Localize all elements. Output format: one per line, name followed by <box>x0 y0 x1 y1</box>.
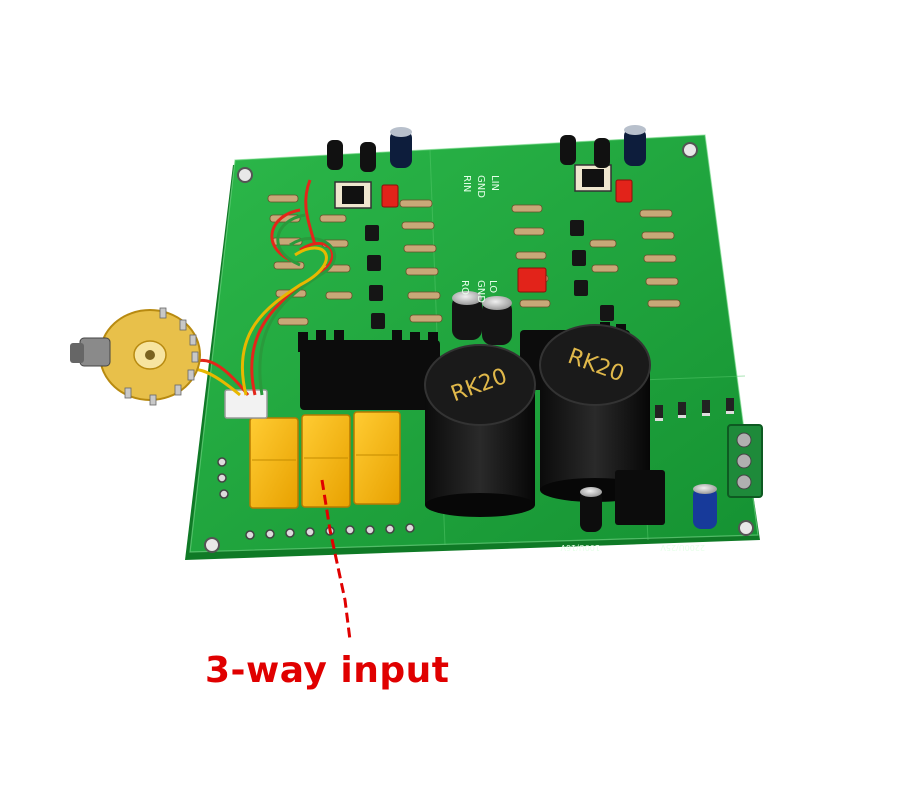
regulator-heatsink <box>615 470 665 525</box>
silk-2200u: 2200U/25V <box>660 543 705 552</box>
opamp-ic-right <box>574 164 612 192</box>
silk-gnd-mid: GND <box>475 280 486 303</box>
output-caps-small <box>580 484 717 532</box>
film-capacitors <box>381 179 633 293</box>
silk-lin: LIN <box>489 175 500 191</box>
silk-lo: LO <box>487 280 498 293</box>
input-solder-pads <box>217 457 415 540</box>
filter-capacitor-left: RK20 <box>424 344 536 517</box>
mounting-holes <box>204 142 754 553</box>
filter-capacitor-right: RK20 <box>539 324 651 502</box>
relay-1 <box>249 417 299 509</box>
annotation-pointer-line <box>320 479 352 641</box>
silk-rin: RIN <box>461 175 472 192</box>
relay-2 <box>301 414 351 508</box>
opamp-ic-left <box>334 181 372 209</box>
silkscreen-labels: LIN GND RIN LO GND RO 100U/16V 2200U/25V <box>459 175 705 552</box>
transistors <box>365 220 614 329</box>
silk-ro: RO <box>459 280 470 295</box>
rectifier-diodes <box>655 398 734 421</box>
small-electrolytic-caps <box>327 125 646 345</box>
rotary-selector-switch <box>70 307 201 406</box>
annotation-caption: 3-way input <box>205 650 450 691</box>
silk-gnd-top: GND <box>475 175 486 198</box>
power-terminal-block <box>727 424 763 498</box>
wire-harness <box>173 179 336 397</box>
silk-100u: 100U/16V <box>560 543 600 552</box>
relay-3 <box>353 411 401 505</box>
